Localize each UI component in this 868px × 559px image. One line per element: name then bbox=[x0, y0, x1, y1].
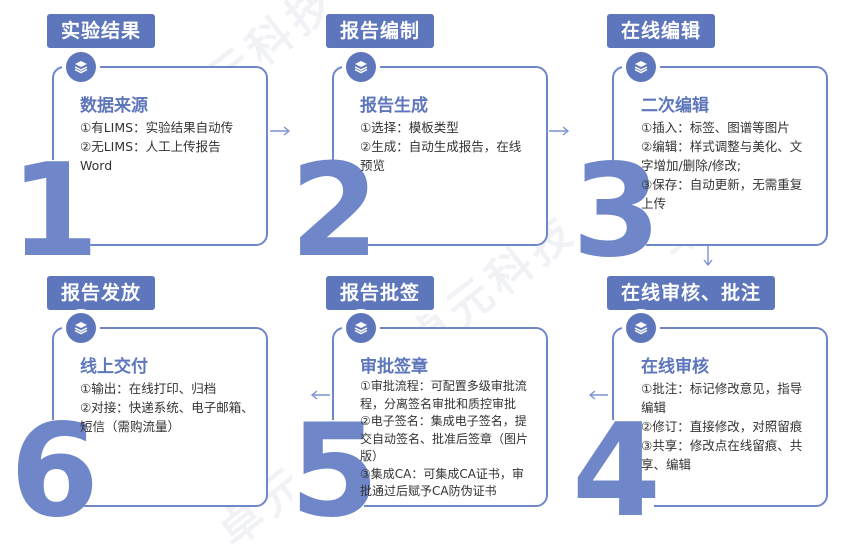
layers-icon bbox=[346, 52, 376, 82]
step-desc-2: ①选择：模板类型 ②生成：自动生成报告，在线 预览 bbox=[360, 118, 544, 175]
desc-line: ③共享：修改点在线留痕、共 bbox=[641, 438, 803, 453]
desc-line: ②无LIMS：人工上传报告 bbox=[80, 139, 221, 154]
desc-line: 程，分离签名审批和质控审批 bbox=[360, 396, 517, 411]
desc-line: ①输出：在线打印、归档 bbox=[80, 381, 217, 396]
step-title-5: 审批签章 bbox=[360, 357, 428, 377]
step-card-2 bbox=[332, 66, 548, 246]
step-card-3 bbox=[612, 66, 828, 246]
desc-line: 版） bbox=[360, 449, 385, 463]
step-tag-1: 实验结果 bbox=[47, 14, 156, 48]
step-tag-4: 在线审核、批注 bbox=[607, 276, 776, 310]
step-tag-2: 报告编制 bbox=[326, 14, 435, 48]
layers-icon bbox=[66, 313, 96, 343]
layers-icon bbox=[346, 313, 376, 343]
desc-line: 享、编辑 bbox=[641, 457, 692, 472]
step-card-1 bbox=[52, 66, 268, 246]
step-number-4: 4 bbox=[572, 397, 662, 546]
layers-icon bbox=[626, 313, 656, 343]
step-desc-4: ①批注：标记修改意见，指导 编辑 ②修订：直接修改，对照留痕 ③共享：修改点在线… bbox=[641, 379, 825, 474]
desc-line: 预览 bbox=[360, 158, 386, 173]
step-card-6 bbox=[52, 327, 268, 507]
desc-line: ②修订：直接修改，对照留痕 bbox=[641, 419, 803, 434]
step-title-4: 在线审核 bbox=[641, 357, 709, 377]
desc-line: ①有LIMS：实验结果自动传 bbox=[80, 120, 234, 135]
desc-line: ③集成CA：可集成CA证书，审 bbox=[360, 466, 524, 481]
step-number-1: 1 bbox=[10, 137, 100, 286]
step-number-6: 6 bbox=[10, 397, 100, 546]
step-title-1: 数据来源 bbox=[80, 96, 148, 116]
step-number-2: 2 bbox=[290, 137, 380, 286]
desc-line: Word bbox=[80, 158, 113, 173]
desc-line: 短信（需购流量） bbox=[80, 419, 181, 434]
desc-line: 上传 bbox=[641, 196, 667, 211]
step-tag-3: 在线编辑 bbox=[607, 14, 716, 48]
desc-line: ②编辑：样式调整与美化、文 bbox=[641, 139, 803, 154]
desc-line: 编辑 bbox=[641, 400, 667, 415]
desc-line: 字增加/删除/修改; bbox=[641, 158, 742, 173]
desc-line: ②生成：自动生成报告，在线 bbox=[360, 139, 522, 154]
desc-line: ①插入：标签、图谱等图片 bbox=[641, 120, 790, 135]
step-desc-3: ①插入：标签、图谱等图片 ②编辑：样式调整与美化、文 字增加/删除/修改; ③保… bbox=[641, 118, 825, 213]
step-card-5 bbox=[332, 327, 548, 507]
layers-icon bbox=[66, 52, 96, 82]
step-number-5: 5 bbox=[290, 397, 380, 546]
desc-line: 批通过后赋予CA防伪证书 bbox=[360, 484, 497, 498]
step-tag-6: 报告发放 bbox=[47, 276, 156, 310]
step-desc-6: ①输出：在线打印、归档 ②对接：快递系统、电子邮箱、 短信（需购流量） bbox=[80, 379, 264, 436]
desc-line: ①审批流程：可配置多级审批流 bbox=[360, 379, 527, 393]
desc-line: ②电子签名：集成电子签名，提 bbox=[360, 414, 527, 428]
desc-line: ③保存：自动更新，无需重复 bbox=[641, 177, 803, 192]
step-title-6: 线上交付 bbox=[80, 357, 148, 377]
step-desc-5: ①审批流程：可配置多级审批流 程，分离签名审批和质控审批 ②电子签名：集成电子签… bbox=[360, 378, 546, 501]
step-desc-1: ①有LIMS：实验结果自动传 ②无LIMS：人工上传报告 Word bbox=[80, 118, 260, 175]
desc-line: ①选择：模板类型 bbox=[360, 120, 459, 135]
step-title-3: 二次编辑 bbox=[641, 96, 709, 116]
desc-line: ②对接：快递系统、电子邮箱、 bbox=[80, 400, 254, 415]
flow-arrows bbox=[270, 126, 713, 400]
step-number-3: 3 bbox=[572, 137, 662, 286]
step-tag-5: 报告批签 bbox=[326, 276, 435, 310]
step-title-2: 报告生成 bbox=[360, 96, 428, 116]
desc-line: ①批注：标记修改意见，指导 bbox=[641, 381, 803, 396]
layers-icon bbox=[626, 52, 656, 82]
desc-line: 交自动签名、批准后签章（图片 bbox=[360, 431, 529, 446]
